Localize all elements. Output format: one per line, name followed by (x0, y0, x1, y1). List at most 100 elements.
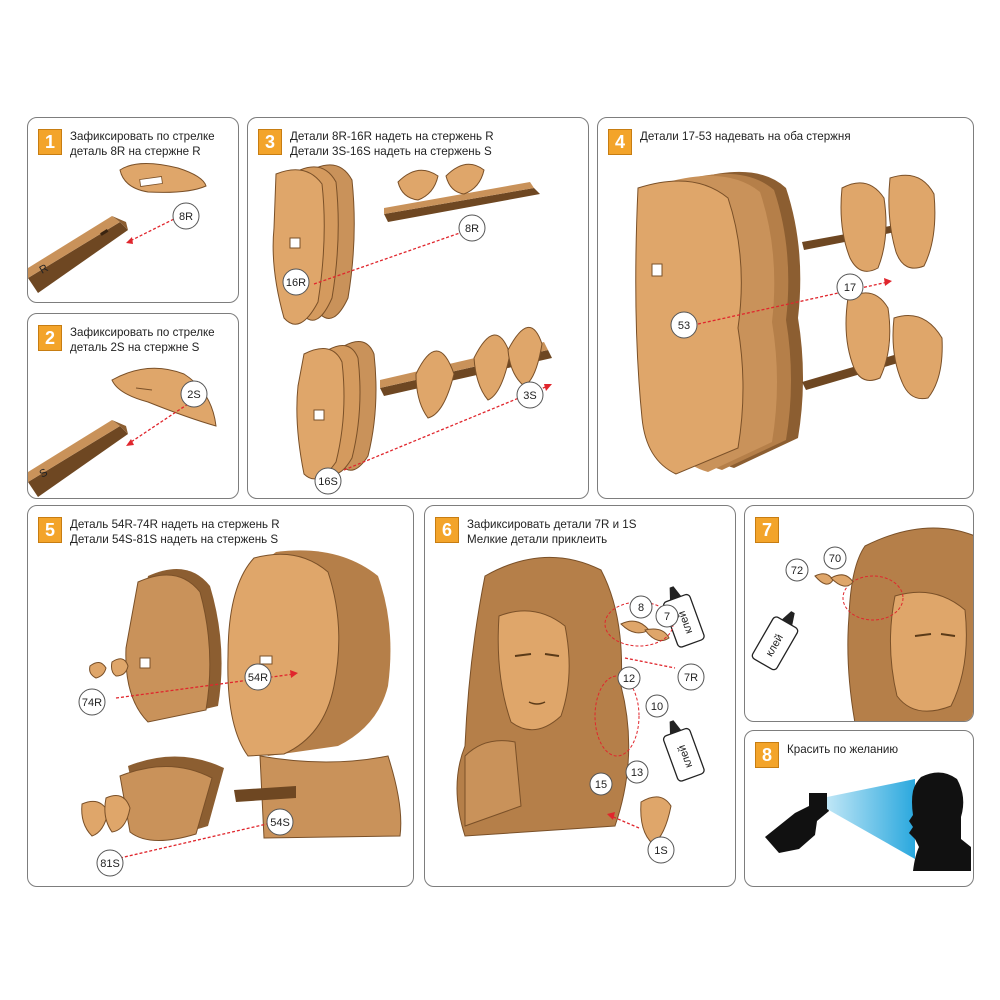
part-label: 53 (678, 320, 690, 332)
part-label: 8R (465, 223, 479, 235)
step-5-illustration: 74R 54R 54S 81S (78, 550, 402, 877)
part-label: 16S (318, 476, 338, 488)
chest-slices (81, 756, 296, 842)
part-callout (670, 311, 698, 339)
arrow-head (607, 812, 615, 820)
head-silhouette-icon (909, 772, 971, 871)
step-instruction-line: Зафиксировать по стрелке (70, 326, 215, 339)
step-number: 2 (38, 325, 62, 351)
step-instruction-line: Детали 8R-16R надеть на стержень R (290, 130, 494, 143)
step-number: 7 (755, 517, 779, 543)
part-callout (180, 380, 208, 408)
face-front (227, 550, 402, 839)
step-instruction-line: Детали 17-53 надевать на оба стержня (640, 130, 851, 143)
part-label: 16R (286, 277, 306, 289)
part-callout (836, 273, 864, 301)
step-instruction-line: Мелкие детали приклеить (467, 533, 608, 546)
step-3-panel: 3 Детали 8R-16R надеть на стержень R Дет… (247, 117, 589, 499)
arrow-head (126, 439, 134, 446)
part-label: 12 (623, 673, 635, 685)
arrow-line (313, 227, 475, 285)
step-instruction-line: Детали 3S-16S надеть на стержень S (290, 145, 492, 158)
step-1-panel: 1 Зафиксировать по стрелке деталь 8R на … (27, 117, 239, 303)
upper-rod-parts (802, 174, 936, 272)
part-label: 8 (638, 602, 644, 614)
part-stack-s (296, 341, 377, 480)
part-label: 2S (187, 389, 200, 401)
part-label: 3S (523, 390, 536, 402)
step-8-illustration (765, 772, 971, 871)
step-4-panel: 4 Детали 17-53 надевать на оба стержня 5… (597, 117, 974, 499)
step-number: 8 (755, 742, 779, 768)
step-7-illustration: 72 70 клей (751, 527, 973, 721)
part-label: 1S (654, 845, 667, 857)
spray-beam (827, 779, 915, 859)
part-callout (172, 202, 200, 230)
arrow-line (343, 385, 549, 471)
part-label: 72 (791, 565, 803, 577)
step-1-illustration: R 8R (28, 163, 207, 293)
lower-rod-parts (802, 292, 943, 400)
step-2-illustration: S 2S (28, 367, 217, 497)
rod-r: R (28, 216, 128, 293)
part-callout (266, 808, 294, 836)
glue-bottle-icon: клей (662, 720, 705, 782)
part-8r (119, 163, 207, 193)
part-callout (516, 381, 544, 409)
part-label: 15 (595, 779, 607, 791)
step-number: 1 (38, 129, 62, 155)
step-instruction-line: Зафиксировать по стрелке (70, 130, 215, 143)
step-instruction-line: деталь 2S на стержне S (70, 341, 200, 354)
step-instruction: Зафиксировать по стрелке деталь 8R на ст… (70, 129, 215, 159)
rod-s (380, 326, 552, 419)
arrow-line (127, 403, 189, 445)
step-instruction: Деталь 54R-74R надеть на стержень R Дета… (70, 517, 280, 547)
step-number: 4 (608, 129, 632, 155)
step-instruction: Детали 17-53 надевать на оба стержня (640, 129, 851, 144)
arrow-head (290, 670, 298, 678)
part-label: 54S (270, 817, 290, 829)
step-number: 5 (38, 517, 62, 543)
part-label: 7R (684, 672, 698, 684)
step-number: 6 (435, 517, 459, 543)
step-instruction: Красить по желанию (787, 742, 898, 757)
part-callout (96, 849, 124, 877)
part-label: 7 (664, 611, 670, 623)
part-stack-r (272, 164, 355, 325)
step-instruction-line: Деталь 54R-74R надеть на стержень R (70, 518, 280, 531)
rod-s: S (28, 420, 128, 497)
step-6-panel: 6 Зафиксировать детали 7R и 1S Мелкие де… (424, 505, 736, 887)
part-label: 17 (844, 282, 856, 294)
assembled-bust (456, 556, 630, 837)
bust-closeup (847, 527, 973, 721)
step-instruction-line: Детали 54S-81S надеть на стержень S (70, 533, 279, 546)
arrow-line (610, 815, 640, 829)
step-6-illustration: клей клей 8 7 7R 12 10 13 15 1S (456, 556, 705, 864)
head-back-slices (125, 568, 222, 723)
part-callout (458, 214, 486, 242)
step-8-panel: 8 Красить по желанию (744, 730, 974, 887)
step-4-illustration: 53 17 (635, 171, 943, 475)
step-instruction: Зафиксировать по стрелке деталь 2S на ст… (70, 325, 215, 355)
part-callout (244, 663, 272, 691)
spray-hand-icon (765, 793, 829, 853)
step-instruction-line: Красить по желанию (787, 743, 899, 756)
step-number: 3 (258, 129, 282, 155)
part-label: 70 (829, 553, 841, 565)
step-5-panel: 5 Деталь 54R-74R надеть на стержень R Де… (27, 505, 414, 887)
step-instruction-line: деталь 8R на стержне R (70, 145, 201, 158)
part-label: 74R (82, 697, 102, 709)
step-instruction: Зафиксировать детали 7R и 1S Мелкие дета… (467, 517, 636, 547)
rod-r (384, 163, 540, 222)
part-label: 81S (100, 858, 120, 870)
part-label: 8R (179, 211, 193, 223)
bust-stack (635, 171, 803, 475)
part-label: 54R (248, 672, 268, 684)
step-instruction-line: Зафиксировать детали 7R и 1S (467, 518, 637, 531)
arrow-head (126, 237, 133, 244)
arrow-head (544, 384, 552, 391)
small-parts-74r (89, 658, 129, 679)
step-3-illustration: 16R 8R 3S 16S (272, 163, 552, 495)
part-label: 10 (651, 701, 663, 713)
step-instruction: Детали 8R-16R надеть на стержень R Детал… (290, 129, 494, 159)
